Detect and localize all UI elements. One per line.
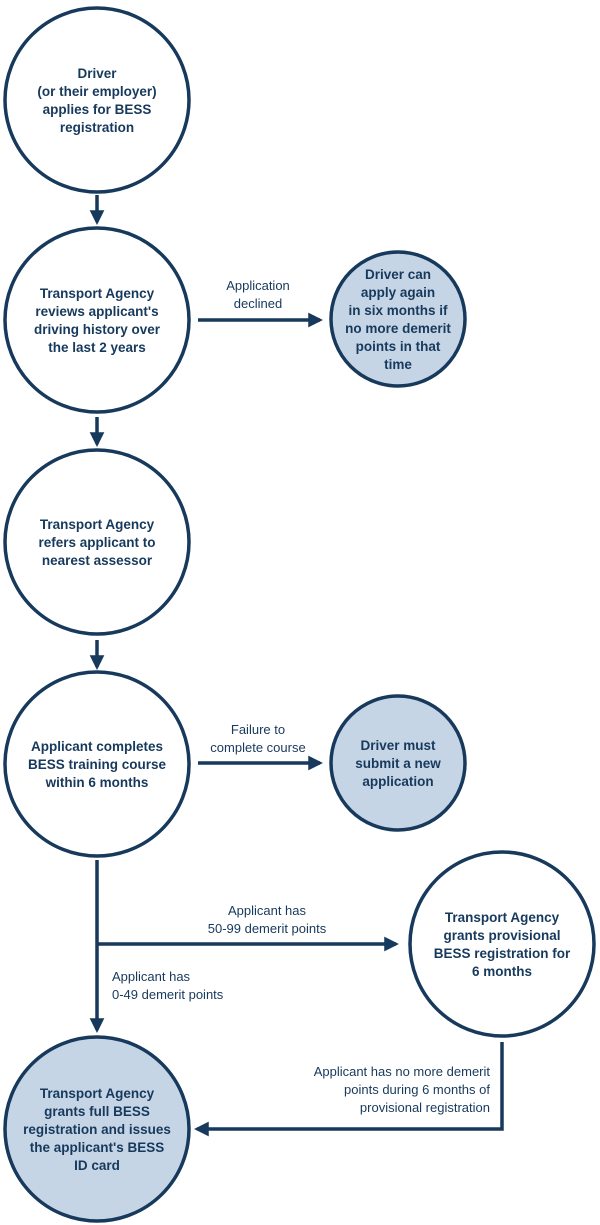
text-line: within 6 months xyxy=(45,775,149,790)
text-line: grants full BESS xyxy=(44,1104,150,1119)
text-line: Failure to xyxy=(231,722,285,737)
text-line: time xyxy=(384,357,412,372)
text-line: Transport Agency xyxy=(445,910,560,925)
text-line: (or their employer) xyxy=(37,84,156,99)
text-line: driving history over xyxy=(34,322,161,337)
text-line: Driver must xyxy=(360,738,436,753)
text-line: grants provisional xyxy=(443,928,560,943)
node-new-application: Driver must submit a new application xyxy=(329,694,467,832)
node-refer: Transport Agency refers applicant to neare… xyxy=(3,448,191,636)
text-line: Transport Agency xyxy=(40,1086,155,1101)
node-apply: Driver (or their employer) applies for BES… xyxy=(3,6,191,194)
text-line: reviews applicant's xyxy=(35,304,158,319)
text-line: no more demerit xyxy=(345,321,451,336)
text-line: Applicant has xyxy=(228,903,307,918)
label-no-more-points: Applicant has no more demerit points duri… xyxy=(314,1064,491,1115)
text-line: provisional registration xyxy=(360,1100,490,1115)
text-line: nearest assessor xyxy=(42,553,153,568)
text-line: Application xyxy=(226,278,290,293)
arrow-provisional-to-full xyxy=(194,1042,504,1137)
label-failure-to-complete: Failure to complete course xyxy=(210,722,305,755)
text-line: Applicant completes xyxy=(31,739,163,754)
label-0-49-points: Applicant has 0-49 demerit points xyxy=(112,969,224,1002)
text-line: complete course xyxy=(210,740,305,755)
text-line: the applicant's BESS xyxy=(30,1140,165,1155)
text-line: Applicant has no more demerit xyxy=(314,1064,491,1079)
text-line: BESS training course xyxy=(28,757,167,772)
text-line: registration xyxy=(60,120,134,135)
text-line: 6 months xyxy=(472,964,532,979)
text-line: 0-49 demerit points xyxy=(112,987,224,1002)
node-new-application-text: Driver must submit a new application xyxy=(355,738,441,789)
node-refer-text: Transport Agency refers applicant to neare… xyxy=(38,517,155,568)
text-line: Driver can xyxy=(365,267,431,282)
text-line: 50-99 demerit points xyxy=(208,921,327,936)
text-line: in six months if xyxy=(348,303,448,318)
text-line: the last 2 years xyxy=(48,340,146,355)
text-line: declined xyxy=(234,296,282,311)
node-review: Transport Agency reviews applicant's drivi… xyxy=(3,226,191,414)
text-line: points during 6 months of xyxy=(344,1082,490,1097)
node-full-text: Transport Agency grants full BESS registra… xyxy=(23,1086,171,1173)
node-reapply-text: Driver can apply again in six months if no … xyxy=(345,267,451,372)
node-reapply: Driver can apply again in six months if no … xyxy=(329,250,467,388)
text-line: ID card xyxy=(74,1158,120,1173)
node-apply-text: Driver (or their employer) applies for BES… xyxy=(37,66,156,135)
text-line: BESS registration for xyxy=(434,946,571,961)
text-line: points in that xyxy=(356,339,441,354)
text-line: Transport Agency xyxy=(40,286,155,301)
text-line: applies for BESS xyxy=(43,102,152,117)
text-line: submit a new xyxy=(355,756,441,771)
node-review-text: Transport Agency reviews applicant's drivi… xyxy=(34,286,161,355)
text-line: application xyxy=(362,774,433,789)
text-line: Applicant has xyxy=(112,969,191,984)
label-application-declined: Application declined xyxy=(226,278,290,311)
label-50-99-points: Applicant has 50-99 demerit points xyxy=(208,903,327,936)
node-full: Transport Agency grants full BESS registra… xyxy=(3,1035,191,1223)
text-line: registration and issues xyxy=(23,1122,171,1137)
text-line: Transport Agency xyxy=(40,517,155,532)
text-line: apply again xyxy=(361,285,435,300)
connectors xyxy=(89,195,504,1137)
text-line: refers applicant to xyxy=(38,535,155,550)
text-line: Driver xyxy=(77,66,117,81)
